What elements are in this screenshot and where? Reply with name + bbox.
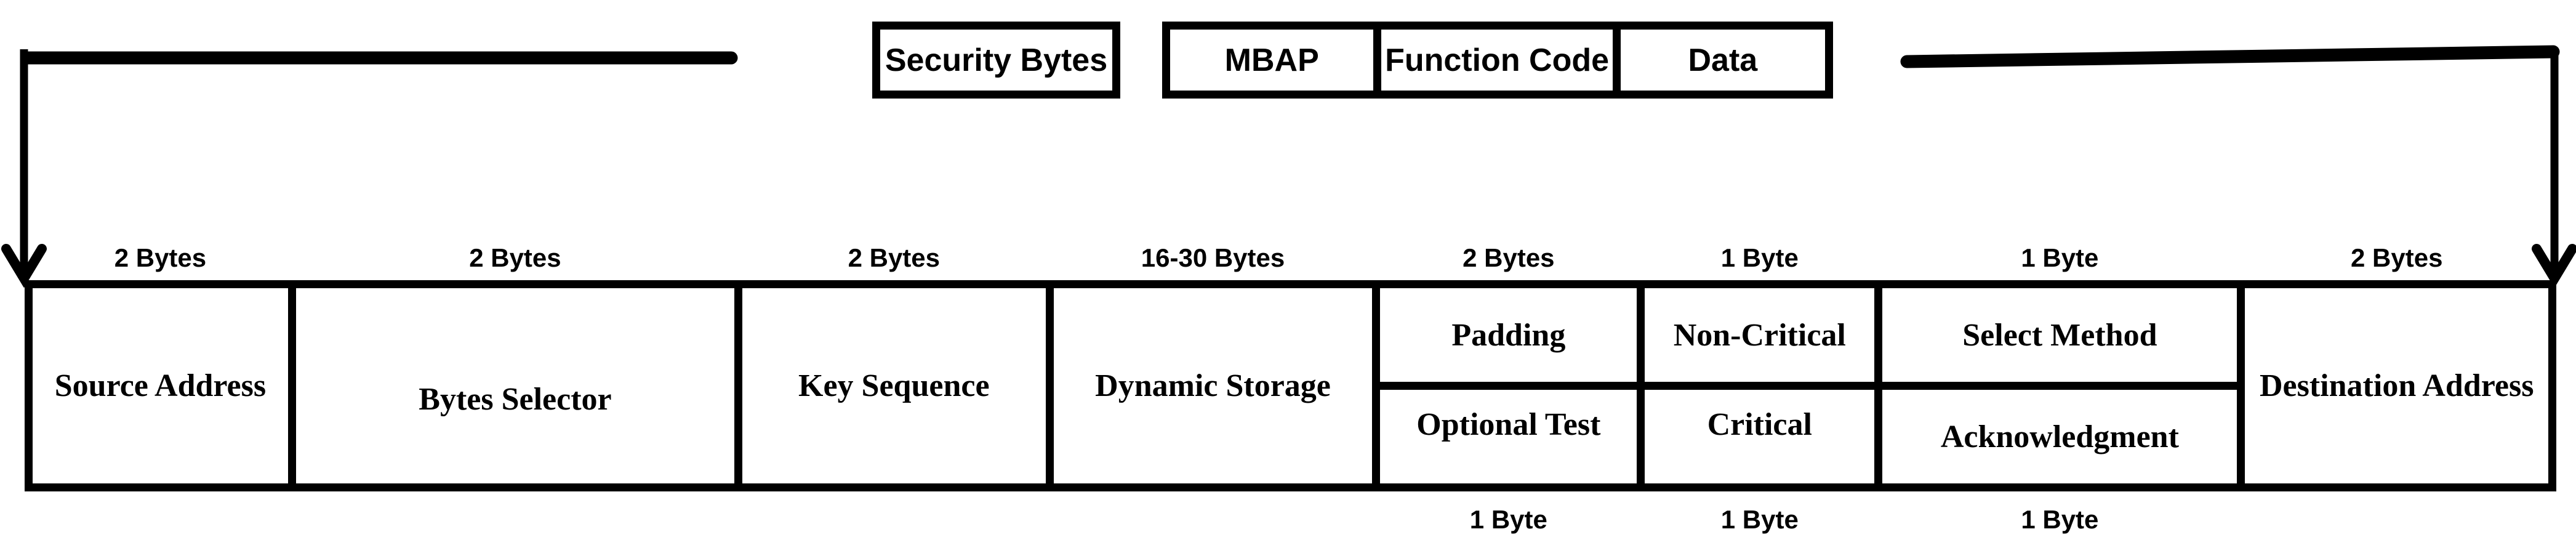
field-destination-address: 2 Bytes Destination Address [2237,243,2548,483]
security-bytes-box: Security Bytes [872,22,1120,99]
size-label: 2 Bytes [1463,243,1555,272]
size-label: 16-30 Bytes [1141,243,1285,272]
field-dynamic-storage: 16-30 Bytes Dynamic Storage [1045,243,1373,483]
mbap-pdu-group: MBAP Function Code Data [1162,22,1833,99]
right-connector-line [1900,45,2560,68]
cell-padding: Padding [1451,317,1566,353]
function-code-box: Function Code [1373,30,1612,91]
security-bytes-label: Security Bytes [885,42,1108,78]
data-label: Data [1688,42,1758,78]
cell-acknowledgment: Acknowledgment [1882,382,2237,483]
field-bytes-selector: 2 Bytes Bytes Selector [287,243,734,483]
cell-optional-test: Optional Test [1380,382,1637,483]
bottom-size-label: 1 Byte [1469,505,1547,534]
field-source-address: 2 Bytes Source Address [33,243,288,483]
mbap-label: MBAP [1224,42,1319,78]
size-label: 2 Bytes [2351,243,2443,272]
field-select-method-acknowledgment: 1 Byte Select Method Acknowledgment 1 By… [1874,243,2237,534]
frame-field-table: 2 Bytes Source Address 2 Bytes Bytes Sel… [25,243,2556,534]
mbap-box: MBAP [1170,30,1373,91]
cell-non-critical: Non-Critical [1673,317,1846,353]
field-noncritical-critical: 1 Byte Non-Critical Critical 1 Byte [1637,243,1875,534]
size-label: 1 Byte [1720,243,1799,272]
cell-bytes-selector: Bytes Selector [419,382,612,417]
size-label: 1 Byte [2021,243,2099,272]
field-key-sequence: 2 Bytes Key Sequence [734,243,1046,483]
field-padding-optional-test: 2 Bytes Padding Optional Test 1 Byte [1372,243,1637,534]
bottom-size-label: 1 Byte [1720,505,1799,534]
cell-critical: Critical [1645,382,1875,483]
cell-select-method: Select Method [1962,317,2157,353]
function-code-label: Function Code [1385,42,1610,78]
cell-dynamic-storage: Dynamic Storage [1095,368,1331,403]
bottom-size-label: 1 Byte [2021,505,2099,534]
size-label: 2 Bytes [114,243,207,272]
cell-destination-address: Destination Address [2260,368,2534,403]
data-box: Data [1612,30,1825,91]
cell-key-sequence: Key Sequence [798,368,990,403]
size-label: 2 Bytes [469,243,561,272]
size-label: 2 Bytes [848,243,941,272]
cell-source-address: Source Address [54,368,267,403]
